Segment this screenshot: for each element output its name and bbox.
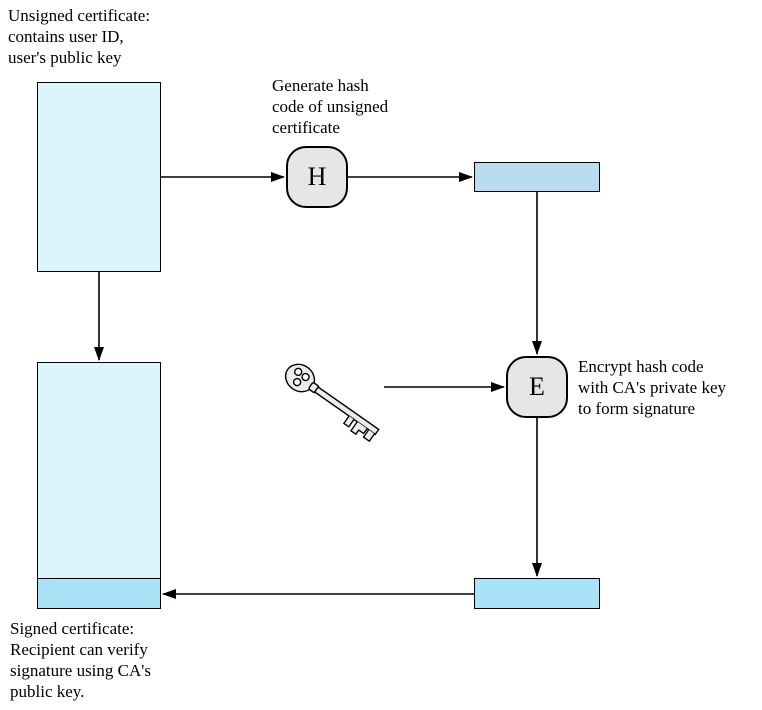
signed-certificate-box <box>37 362 161 579</box>
private-key-icon <box>284 363 380 443</box>
signed-certificate-label: Signed certificate: Recipient can verify… <box>10 619 151 701</box>
unsigned-certificate-label: Unsigned certificate: contains user ID, … <box>8 6 151 67</box>
signed-certificate-signature <box>37 578 161 609</box>
generate-hash-label: Generate hash code of unsigned certifica… <box>272 76 389 137</box>
unsigned-certificate-box <box>37 82 161 272</box>
encrypt-hash-label: Encrypt hash code with CA's private key … <box>578 357 727 418</box>
hash-code-box <box>474 162 600 192</box>
encrypt-function-node: E <box>506 356 568 418</box>
hash-function-node: H <box>286 146 348 208</box>
signature-box <box>474 578 600 609</box>
